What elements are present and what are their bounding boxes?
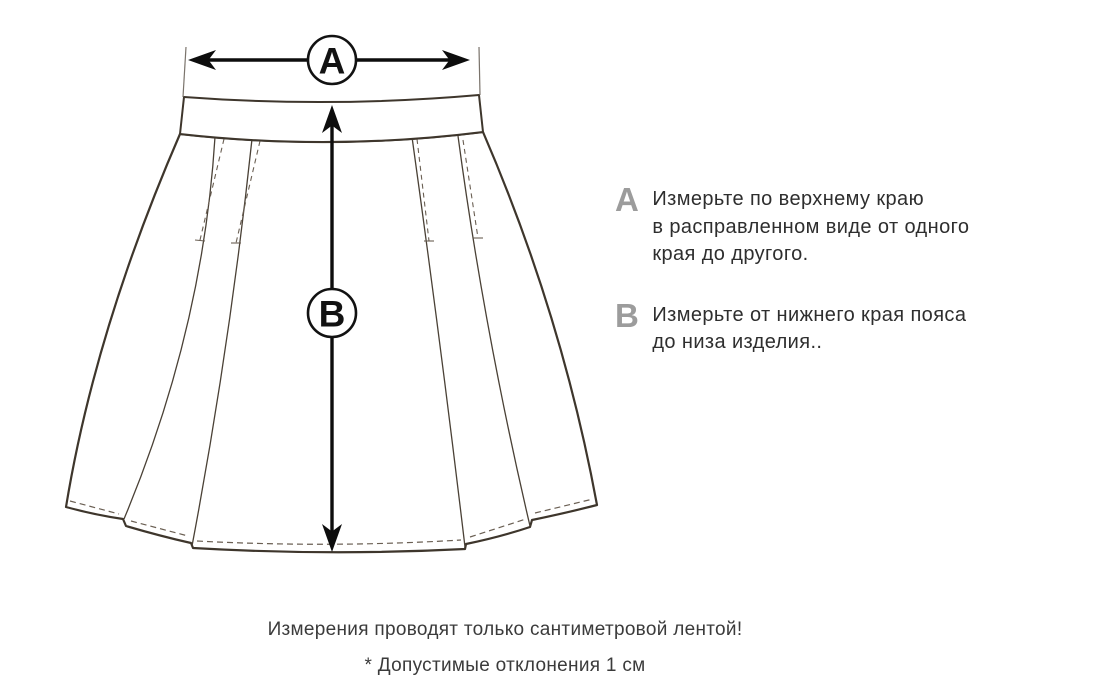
pleat-line-right-inner [411, 136, 466, 548]
measure-b: B [306, 105, 358, 552]
pleat-stitch [416, 138, 430, 242]
measure-a-extension-left [182, 46, 187, 98]
arrowhead-down-icon [322, 524, 342, 552]
legend-item-b: B Измерьте от нижнего края пояса до низа… [615, 296, 1055, 357]
footer-notes: Измерения проводят только сантиметровой … [268, 619, 743, 677]
pleat-line-right-outer [457, 135, 531, 527]
arrowhead-up-icon [322, 105, 342, 133]
arrowhead-right-icon [442, 50, 470, 70]
legend-key-b: B [615, 296, 640, 334]
hem-stitch [69, 500, 120, 515]
legend-item-a: A Измерьте по верхнему краю в расправлен… [615, 181, 1055, 269]
footer-note-tolerance: * Допустимые отклонения 1 см [364, 655, 646, 676]
measure-a-badge [306, 34, 358, 86]
measure-a-letter: A [319, 40, 346, 81]
legend: A Измерьте по верхнему краю в расправлен… [615, 181, 1055, 357]
legend-text-b: Измерьте от нижнего края пояса до низа и… [652, 303, 967, 354]
legend-text-a: Измерьте по верхнему краю в расправленно… [652, 188, 970, 265]
legend-key-a: A [615, 181, 640, 218]
pleat-line-left-outer [123, 136, 216, 520]
pleat-line-left-inner [191, 138, 253, 547]
measure-a-extension-right [478, 46, 481, 96]
measure-a: A [182, 34, 481, 98]
footer-note-tape: Измерения проводят только сантиметровой … [267, 619, 743, 640]
pleat-stitch-lines [194, 138, 483, 244]
measure-b-letter: B [319, 293, 346, 334]
arrowhead-left-icon [188, 50, 216, 70]
pleat-stitch [462, 139, 479, 239]
pleat-stitch-tick [194, 239, 206, 242]
pleat-lines [123, 135, 531, 548]
measure-b-badge [306, 287, 358, 339]
